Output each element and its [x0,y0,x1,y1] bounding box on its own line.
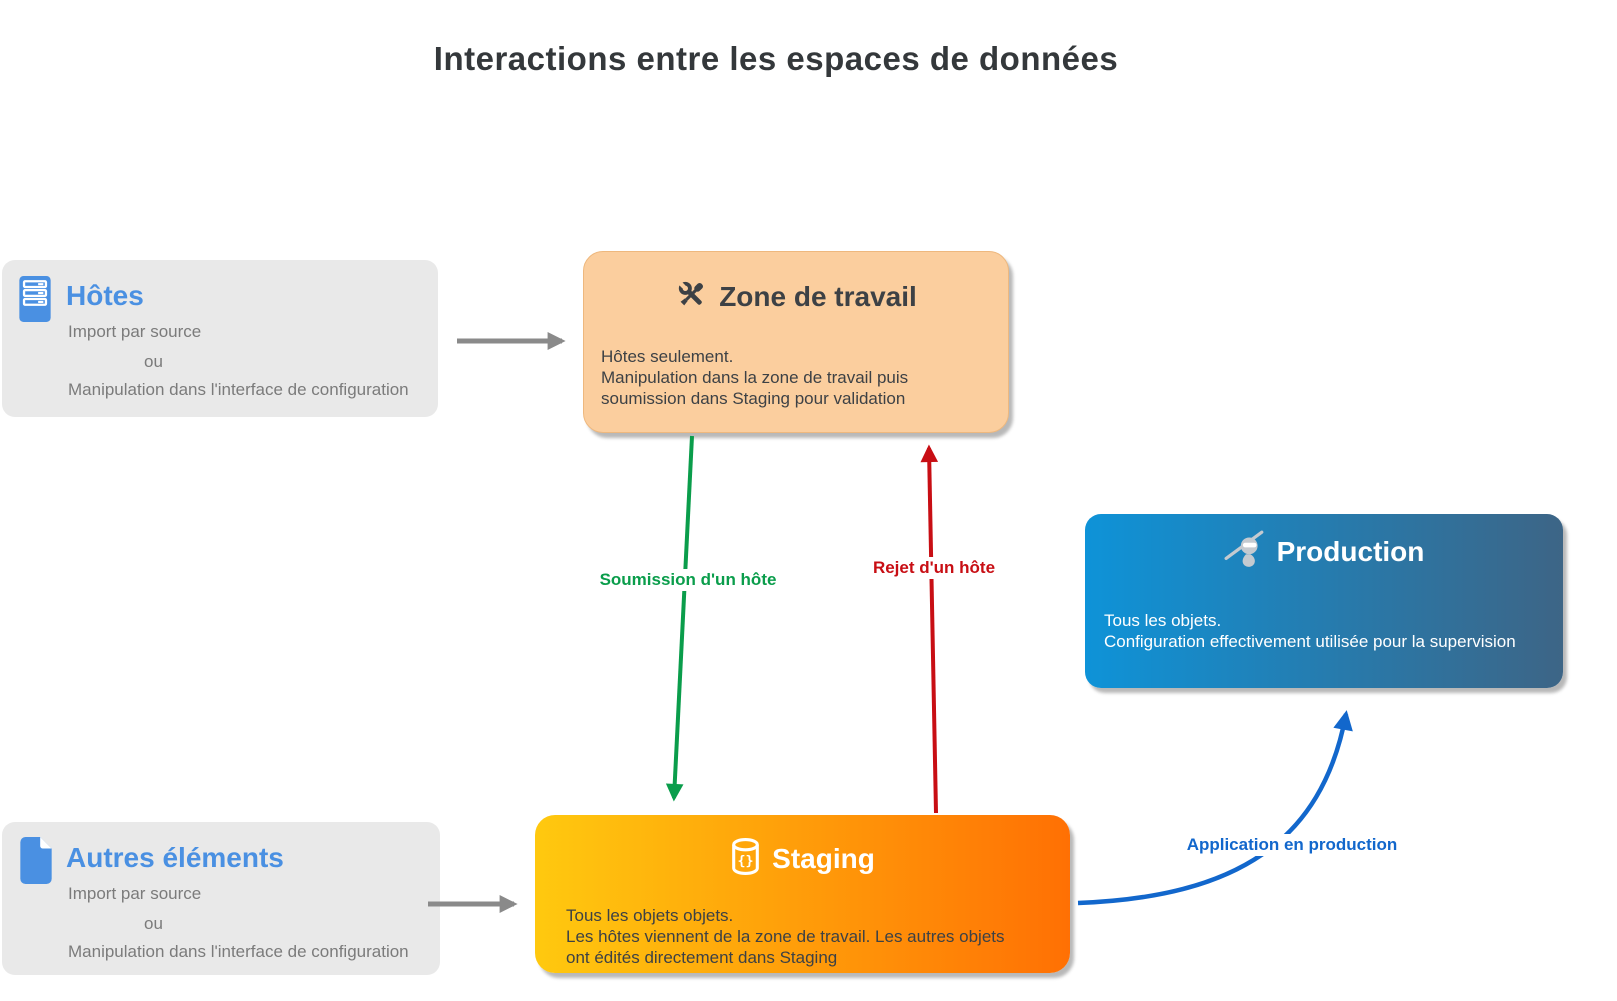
staging-body: Tous les objets objets. Les hôtes vienne… [566,906,1005,967]
server-icon [18,275,52,328]
production-body: Tous les objets. Configuration effective… [1104,611,1516,651]
document-icon [18,837,54,889]
arrow-rejet [920,444,939,814]
ninja-icon [1224,528,1266,575]
application-label: Application en production [1183,834,1401,856]
autres-elements-title: Autres éléments [66,842,284,873]
hotes-line: Import par source [68,322,202,341]
soumission-label: Soumission d'un hôte [596,569,780,591]
autres-elements-box: Autres éléments Import par source ou Man… [2,822,440,975]
staging-title: Staging [772,843,875,874]
hotes-line: Manipulation dans l'interface de configu… [68,380,409,399]
arrow-application [1077,710,1353,906]
database-icon: {} [730,837,761,881]
production-title: Production [1276,535,1425,567]
page-title: Interactions entre les espaces de donnée… [433,40,1119,77]
arrow-soumission [665,435,694,802]
autres-line: Manipulation dans l'interface de configu… [68,942,409,961]
autres-line: ou [144,914,163,933]
zone-body: Hôtes seulement. Manipulation dans la zo… [601,347,909,408]
tools-icon [675,278,708,316]
production-box: Production Tous les objets. Configuratio… [1085,514,1563,688]
rejet-label: Rejet d'un hôte [869,557,999,579]
autres-line: Import par source [68,884,202,903]
hotes-box: Hôtes Import par source ou Manipulation … [2,260,438,417]
hotes-title: Hôtes [66,280,144,311]
hotes-line: ou [144,352,163,371]
staging-box: {} Staging Tous les objets objets. Les h… [535,815,1070,973]
svg-text:{}: {} [738,854,754,869]
zone-de-travail-title: Zone de travail [719,281,917,312]
zone-de-travail-box: Zone de travail Hôtes seulement. Manipul… [583,251,1009,433]
